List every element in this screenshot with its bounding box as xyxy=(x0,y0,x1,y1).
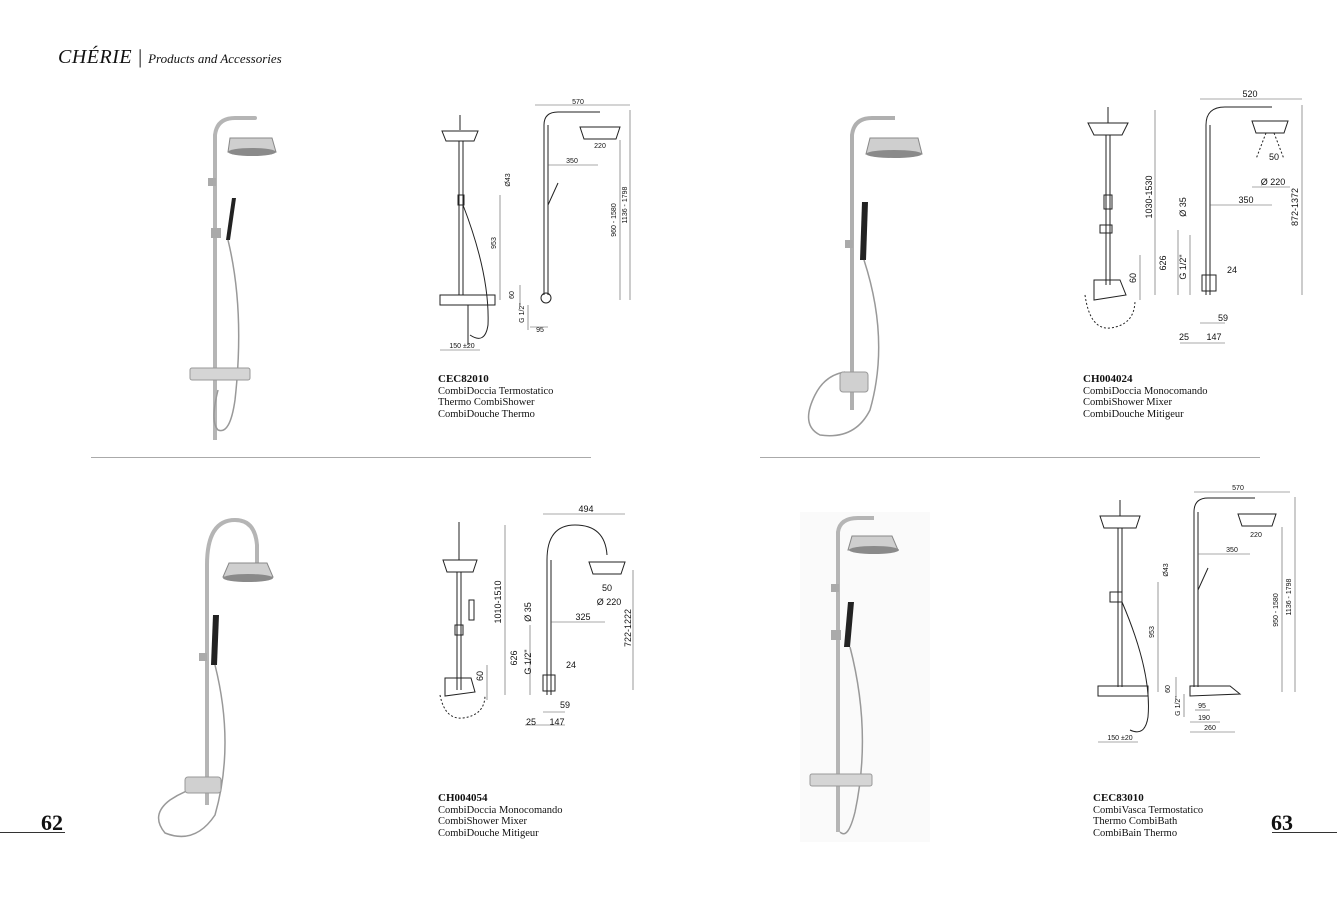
product-name-fr: CombiDouche Thermo xyxy=(438,408,535,420)
page-number-left: 62 xyxy=(41,810,63,835)
divider-right xyxy=(760,457,1260,458)
product-name-en: CombiShower Mixer xyxy=(438,816,527,827)
dim-label: 260 xyxy=(1204,725,1216,732)
divider-left xyxy=(91,457,591,458)
dim-label: 150 ±20 xyxy=(449,343,474,350)
product-name-fr: CombiDouche Mitigeur xyxy=(438,827,539,839)
product-name-it: CombiDoccia Monocomando xyxy=(1083,385,1208,397)
dim-label: 147 xyxy=(549,717,564,727)
dim-label: 1136 - 1798 xyxy=(1286,578,1293,615)
dim-label: G 1/2" xyxy=(519,303,526,323)
product-name-en: CombiShower Mixer xyxy=(1083,397,1172,408)
dim-label: 59 xyxy=(1218,313,1228,323)
dim-label: Ø 35 xyxy=(523,602,533,622)
technical-drawing-ch004054: 494 1010-1510 Ø 35 50 Ø 220 325 722-1222… xyxy=(439,504,634,727)
product-caption-cec83010: CEC83010 CombiVasca Termostatico Thermo … xyxy=(1093,792,1204,839)
product-name-it: CombiDoccia Termostatico xyxy=(438,385,554,397)
dim-label: G 1/2" xyxy=(1178,254,1188,279)
dim-label: 59 xyxy=(560,700,570,710)
brand-title: CHÉRIE xyxy=(58,46,133,68)
dim-label: 626 xyxy=(509,650,519,665)
dim-label: G 1/2" xyxy=(1175,696,1182,716)
product-name-fr: CombiDouche Mitigeur xyxy=(1083,408,1184,420)
product-code: CH004054 xyxy=(438,792,488,804)
dim-label: 25 xyxy=(1179,332,1189,342)
dim-label: 1030-1530 xyxy=(1144,175,1154,218)
technical-drawing-cec82010: 570 220 350 Ø43 953 960 - 1580 1136 - 17… xyxy=(439,99,631,351)
dim-label: 953 xyxy=(1149,626,1156,638)
dim-label: Ø43 xyxy=(505,173,512,186)
product-caption-ch004024: CH004024 CombiDoccia Monocomando CombiSh… xyxy=(1083,373,1208,420)
dim-label: 1010-1510 xyxy=(493,580,503,623)
dim-label: 50 xyxy=(602,583,612,593)
product-caption-cec82010: CEC82010 CombiDoccia Termostatico Thermo… xyxy=(438,373,554,420)
dim-label: 570 xyxy=(572,99,584,106)
product-name-it: CombiVasca Termostatico xyxy=(1093,804,1204,816)
dim-label: 1136 - 1798 xyxy=(622,186,629,223)
product-name-en: Thermo CombiShower xyxy=(438,397,535,408)
dim-label: 626 xyxy=(1158,255,1168,270)
dim-label: 95 xyxy=(536,327,544,334)
page-number-right: 63 xyxy=(1271,810,1293,835)
product-name-en: Thermo CombiBath xyxy=(1093,816,1178,827)
dim-label: 953 xyxy=(491,237,498,249)
dim-label: Ø 35 xyxy=(1178,197,1188,217)
dim-label: 520 xyxy=(1242,89,1257,99)
header-subtitle: Products and Accessories xyxy=(148,51,282,66)
dim-label: 147 xyxy=(1206,332,1221,342)
dim-label: 150 ±20 xyxy=(1107,735,1132,742)
product-code: CH004024 xyxy=(1083,373,1133,385)
dim-label: 950 - 1580 xyxy=(1273,593,1280,627)
dim-label: 25 xyxy=(526,717,536,727)
dim-label: 325 xyxy=(575,612,590,622)
dim-label: Ø 220 xyxy=(597,597,622,607)
page-header: CHÉRIE| Products and Accessories xyxy=(58,46,282,69)
dim-label: 570 xyxy=(1232,485,1244,492)
product-photo-ch004024 xyxy=(807,116,923,437)
dim-label: 60 xyxy=(1128,273,1138,283)
dim-label: 494 xyxy=(578,504,593,514)
dim-label: 60 xyxy=(509,291,516,299)
dim-label: Ø43 xyxy=(1163,563,1170,576)
dim-label: 350 xyxy=(1226,547,1238,554)
dim-label: 872-1372 xyxy=(1290,188,1300,226)
dim-label: G 1/2" xyxy=(523,649,533,674)
footer-rule-left xyxy=(0,832,65,833)
product-code: CEC83010 xyxy=(1093,792,1144,804)
technical-drawing-ch004024: 520 50 Ø 220 1030-1530 Ø 35 350 872-1372… xyxy=(1084,89,1303,344)
product-photo-cec82010 xyxy=(189,116,277,440)
dim-label: 60 xyxy=(1165,685,1172,693)
footer-rule-right xyxy=(1272,832,1337,833)
product-photo-cec83010 xyxy=(800,512,930,842)
product-code: CEC82010 xyxy=(438,373,489,385)
dim-label: 190 xyxy=(1198,715,1210,722)
dim-label: 220 xyxy=(1250,532,1262,539)
header-separator: | xyxy=(138,46,143,68)
dim-label: 60 xyxy=(475,671,485,681)
dim-label: Ø 220 xyxy=(1261,177,1286,187)
dim-label: 24 xyxy=(1227,265,1237,275)
dim-label: 960 - 1580 xyxy=(611,203,618,237)
dim-label: 95 xyxy=(1198,703,1206,710)
dim-label: 350 xyxy=(1238,195,1253,205)
dim-label: 722-1222 xyxy=(623,609,633,647)
product-name-it: CombiDoccia Monocomando xyxy=(438,804,563,816)
dim-label: 50 xyxy=(1269,152,1279,162)
product-caption-ch004054: CH004054 CombiDoccia Monocomando CombiSh… xyxy=(438,792,563,839)
dim-label: 350 xyxy=(566,158,578,165)
product-photo-ch004054 xyxy=(157,517,274,838)
technical-drawing-cec83010: 570 220 350 Ø43 953 950 - 1580 1136 - 17… xyxy=(1097,485,1296,743)
product-name-fr: CombiBain Thermo xyxy=(1093,827,1178,839)
dim-label: 24 xyxy=(566,660,576,670)
dim-label: 220 xyxy=(594,143,606,150)
